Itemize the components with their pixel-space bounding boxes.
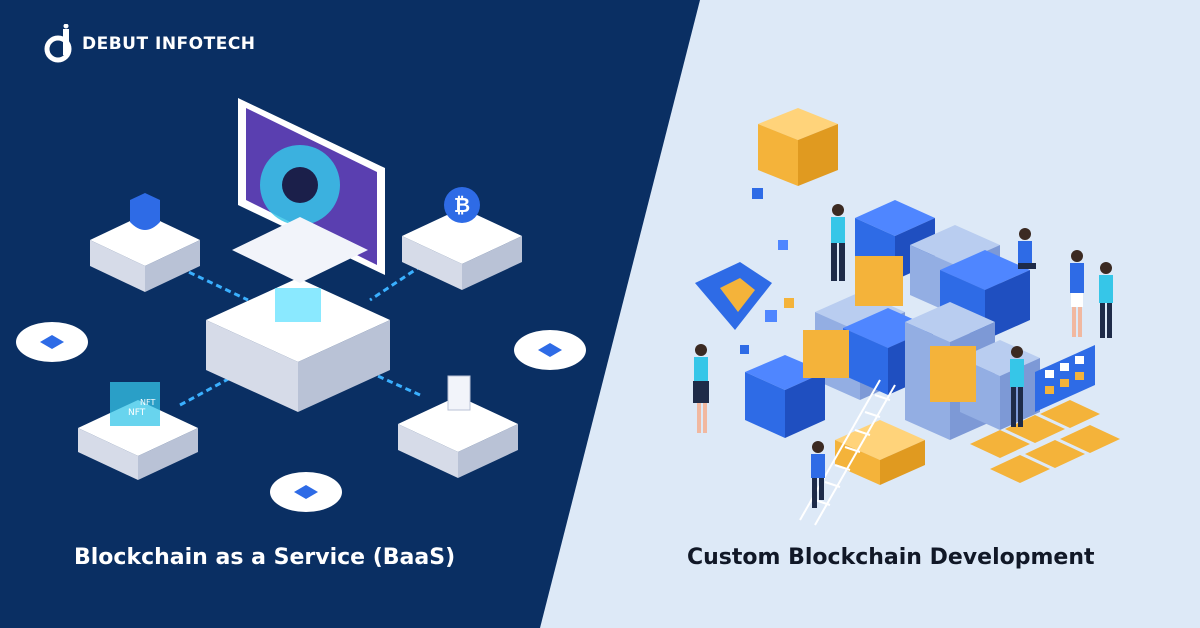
bitcoin-icon bbox=[444, 187, 480, 223]
debut-infotech-logo-icon bbox=[44, 24, 72, 63]
person-7 bbox=[811, 441, 825, 508]
ladder bbox=[799, 379, 896, 526]
svg-text:₿: ₿ bbox=[454, 193, 470, 217]
person-5 bbox=[1010, 346, 1024, 427]
dashboard-panel bbox=[1035, 345, 1095, 412]
node-bitcoin: ₿ bbox=[402, 187, 522, 290]
central-hub bbox=[206, 278, 390, 412]
node-shield bbox=[90, 193, 200, 292]
node-contract bbox=[398, 375, 518, 478]
small-cubes bbox=[740, 188, 794, 354]
gold-tiles bbox=[970, 400, 1120, 483]
brand-name: DEBUT INFOTECH bbox=[82, 34, 256, 54]
floating-chips bbox=[16, 322, 586, 512]
brand-logo[interactable]: DEBUT INFOTECH bbox=[42, 24, 256, 64]
caption-custom-blockchain: Custom Blockchain Development bbox=[687, 545, 1095, 570]
shield-icon bbox=[130, 193, 160, 230]
person-4 bbox=[1099, 262, 1113, 338]
baas-network-illustration: ₿ NFT NFT bbox=[16, 98, 586, 512]
person-1 bbox=[831, 204, 845, 281]
cube-stack bbox=[745, 200, 1040, 440]
nft-label-2: NFT bbox=[140, 398, 155, 407]
person-3 bbox=[1070, 250, 1084, 337]
person-6 bbox=[693, 344, 709, 433]
node-nft: NFT NFT bbox=[78, 382, 198, 480]
shield-panel bbox=[695, 262, 772, 330]
nft-label-1: NFT bbox=[128, 408, 146, 418]
floating-gold-cube bbox=[758, 108, 838, 186]
caption-baas: Blockchain as a Service (BaaS) bbox=[74, 545, 456, 570]
person-2 bbox=[1018, 228, 1036, 269]
people bbox=[693, 204, 1113, 508]
contract-icon bbox=[447, 375, 471, 411]
monitor-icon bbox=[232, 98, 385, 283]
